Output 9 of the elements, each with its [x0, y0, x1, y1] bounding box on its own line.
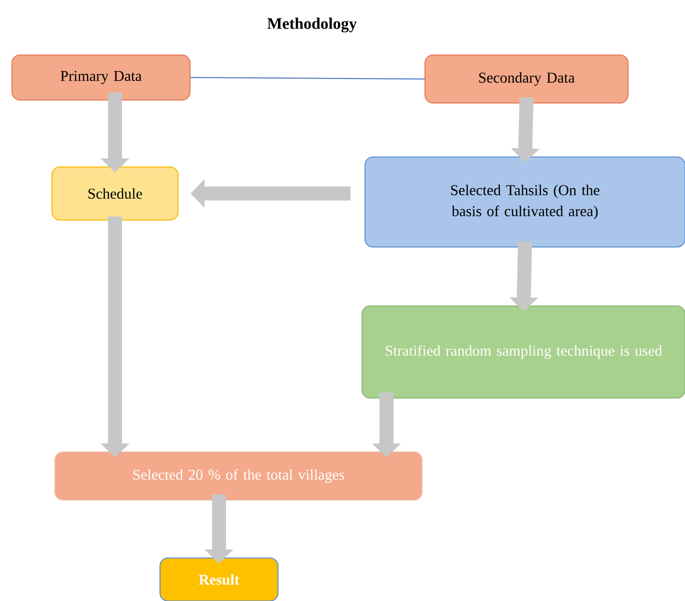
process-box: Result [160, 558, 278, 601]
process-box: Stratified random sampling technique is used [362, 306, 685, 398]
process-box: Secondary Data [424, 54, 628, 104]
process-box: Selected Tahsils (On the basis of cultivated area) [364, 156, 685, 248]
process-box: Selected 20 % of the total villages [54, 452, 422, 500]
process-box: Schedule [52, 166, 178, 220]
title: Methodology [267, 18, 357, 32]
connector-line [190, 77, 425, 80]
process-box: Primary Data [12, 54, 190, 100]
